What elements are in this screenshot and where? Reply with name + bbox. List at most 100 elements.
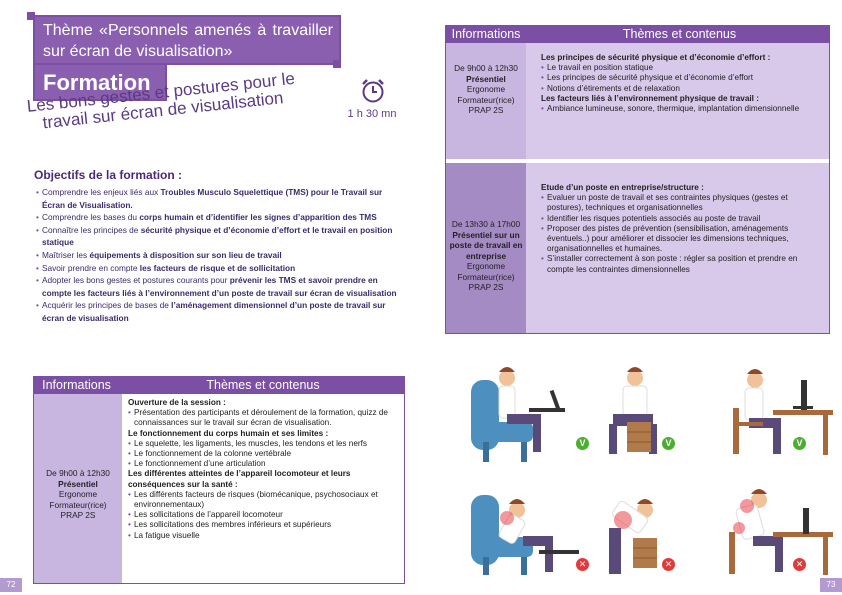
content-item: Les principes de sécurité physique et d’… (541, 73, 821, 83)
content-section-title: Les principes de sécurité physique et d’… (541, 53, 771, 62)
objective-item: Adopter les bons gestes et postures cour… (36, 274, 406, 299)
info-line: Formateur(rice) (457, 94, 515, 105)
objective-item: Savoir prendre en compte les facteurs de… (36, 262, 406, 275)
header-themes: Thèmes et contenus (206, 378, 320, 392)
bad-posture-armchair (471, 495, 579, 575)
content-text-morning: Les principes de sécurité physique et d’… (541, 53, 821, 114)
content-item: Le squelette, les ligaments, les muscles… (128, 439, 400, 449)
objective-text: Connaître les principes de (42, 224, 141, 235)
info-line: PRAP 2S (60, 510, 96, 520)
objective-item: Comprendre les bases du corps humain et … (36, 211, 406, 224)
content-item: Le fonctionnement de la colonne vertébra… (128, 449, 400, 459)
info-line: Formateur(rice) (457, 271, 515, 282)
content-cell: Ouverture de la session :Présentation de… (122, 394, 404, 583)
info-line: Formateur(rice) (49, 499, 107, 510)
page-number-left: 72 (0, 578, 22, 592)
bad-cross-icon-2: ✕ (662, 558, 675, 571)
objective-emphasis: équipements à disposition sur son lieu d… (89, 249, 282, 260)
header-themes: Thèmes et contenus (622, 27, 737, 41)
content-cell-morning: Les principes de sécurité physique et d’… (526, 43, 829, 159)
info-line: Ergonome (58, 489, 98, 499)
objective-item: Connaître les principes de sécurité phys… (36, 224, 406, 249)
objective-item: Acquérir les principes de bases de l’amé… (36, 299, 406, 324)
info-line: De 13h30 à 17h00 (451, 219, 521, 229)
objective-text: Acquérir les principes de bases de (42, 300, 172, 311)
formation-label: Formation (43, 70, 151, 95)
header-informations: Informations (42, 378, 111, 392)
bad-cross-icon-1: ✕ (576, 558, 589, 571)
program-table-right: Informations Thèmes et contenus De 9h00 … (445, 25, 830, 334)
content-item: La fatigue visuelle (128, 531, 400, 541)
objective-text: Maîtriser les (42, 249, 90, 260)
table-header: Informations Thèmes et contenus (34, 377, 404, 394)
left-page: Thème «Personnels amenés à travailler su… (0, 0, 421, 595)
good-posture-armchair (471, 367, 565, 462)
content-section-title: Le fonctionnement du corps humain et ses… (128, 428, 329, 438)
objective-emphasis: corps humain et d’identifier les signes … (139, 212, 377, 223)
ok-check-icon-1: V (576, 437, 589, 450)
content-item: Identifier les risques potentiels associ… (541, 214, 821, 224)
content-cell-afternoon: Etude d’un poste en entreprise/structure… (526, 163, 829, 333)
info-line: De 9h00 à 12h30 (46, 468, 110, 478)
info-line: De 9h00 à 12h30 (454, 63, 518, 73)
header-separator (526, 26, 528, 43)
content-item: Présentation des participants et déroule… (128, 408, 400, 428)
bad-posture-lifting (609, 499, 657, 574)
content-item: S’installer correctement à son poste : r… (541, 254, 821, 274)
objective-emphasis: les facteurs de risque et de sollicitati… (139, 262, 296, 273)
objective-emphasis: Troubles Musculo Squelettique (TMS) pour… (42, 187, 383, 210)
content-item: Le fonctionnement d’une articulation (128, 459, 400, 469)
content-text-afternoon: Etude d’un poste en entreprise/structure… (541, 183, 821, 275)
content-item: Ambiance lumineuse, sonore, thermique, i… (541, 104, 821, 114)
content-item: Les différents facteurs de risques (biom… (128, 490, 400, 510)
objective-text: Comprendre les enjeux liés aux (42, 187, 161, 197)
objectives-list: Comprendre les enjeux liés aux Troubles … (36, 186, 406, 325)
content-section-title: Etude d’un poste en entreprise/structure… (541, 183, 704, 192)
program-table-left: Informations Thèmes et contenus De 9h00 … (33, 376, 405, 584)
content-item: Les sollicitations des membres inférieur… (128, 520, 400, 530)
objective-text: Savoir prendre en compte (42, 262, 140, 273)
good-posture-desk (733, 369, 833, 455)
good-posture-lifting (609, 367, 657, 454)
content-text: Ouverture de la session :Présentation de… (128, 398, 400, 541)
theme-title-box: Thème «Personnels amenés à travailler su… (33, 15, 341, 65)
page-number-right: 73 (820, 578, 842, 592)
objective-item: Maîtriser les équipements à disposition … (36, 249, 406, 262)
content-section-title: Les différentes atteintes de l’appareil … (128, 469, 351, 489)
duration-text: 1 h 30 mn (347, 108, 397, 120)
formation-tab: Formation (33, 65, 167, 101)
content-item: Notions d’étirements et de relaxation (541, 84, 821, 94)
theme-title: Thème «Personnels amenés à travailler su… (43, 22, 333, 60)
posture-illustrations (471, 367, 833, 575)
header-separator (119, 377, 121, 394)
objective-emphasis: l’aménagement dimensionnel d’un poste de… (42, 300, 386, 323)
ok-check-icon-2: V (662, 437, 675, 450)
theme-corner-decoration (27, 12, 35, 20)
info-line: Présentiel (466, 73, 506, 84)
alarm-clock-icon (362, 79, 384, 103)
content-item: Les sollicitations de l’appareil locomot… (128, 510, 400, 520)
content-item: Proposer des pistes de prévention (sensi… (541, 224, 821, 255)
content-section-title: Les facteurs liés à l’environnement phys… (541, 93, 759, 103)
row-separator (446, 159, 829, 163)
info-line: Présentiel sur un poste de travail en en… (449, 229, 523, 261)
theme-corner-decoration-2 (333, 60, 341, 68)
header-informations: Informations (451, 27, 521, 41)
info-line: PRAP 2S (468, 105, 504, 115)
objective-emphasis: prévenir les TMS et savoir prendre en co… (42, 275, 397, 298)
objective-text: Adopter les bons gestes et postures cour… (42, 275, 230, 286)
bad-posture-desk (729, 489, 833, 575)
content-item: Le travail en position statique (541, 63, 821, 73)
info-line: PRAP 2S (468, 282, 504, 292)
ok-check-icon-3: V (793, 437, 806, 450)
bad-cross-icon-3: ✕ (793, 558, 806, 571)
info-line: Ergonome (466, 84, 506, 94)
objectives-title: Objectifs de la formation : (34, 168, 183, 182)
objective-item: Comprendre les enjeux liés aux Troubles … (36, 186, 406, 211)
